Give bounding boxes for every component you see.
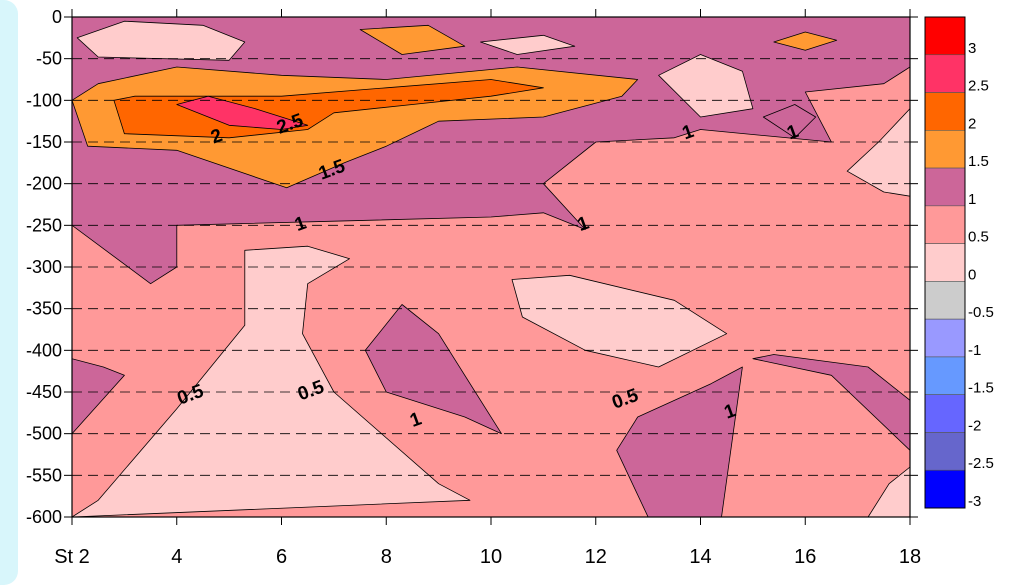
colorbar-swatch-9 xyxy=(924,356,966,395)
contour-region-8 xyxy=(480,34,576,55)
colorbar-label-9: -1.5 xyxy=(968,380,994,397)
sidebar-strip xyxy=(0,0,18,585)
contour-region-12 xyxy=(72,245,471,517)
y-tick-label-10: -500 xyxy=(26,424,62,444)
contour-region-4 xyxy=(113,79,544,139)
colorbar-swatch-0 xyxy=(924,16,966,56)
x-tick-label-6: 14 xyxy=(689,546,711,568)
contour-region-16 xyxy=(616,366,743,517)
colorbar-swatch-2 xyxy=(924,92,966,131)
contour-region-11 xyxy=(762,104,817,139)
colorbar-swatch-10 xyxy=(924,394,966,433)
contour-region-18 xyxy=(867,466,910,517)
x-axis: St 2 4 6 8 10 12 14 16 18 xyxy=(54,9,921,568)
contour-region-13 xyxy=(364,304,502,435)
colorbar-label-4: 1 xyxy=(968,191,976,208)
colorbar-label-12: -3 xyxy=(968,493,981,510)
colorbar-label-6: 0 xyxy=(968,266,976,283)
colorbar-swatch-1 xyxy=(924,54,966,93)
x-tick-label-3: 8 xyxy=(381,546,392,568)
colorbar-label-2: 2 xyxy=(968,115,976,132)
y-tick-label-4: -200 xyxy=(26,174,62,194)
y-tick-label-1: -50 xyxy=(36,49,62,69)
contour-region-17 xyxy=(752,354,910,451)
x-tick-label-0: St 2 xyxy=(54,546,90,568)
y-tick-label-7: -350 xyxy=(26,299,62,319)
colorbar-swatch-6 xyxy=(924,243,966,282)
x-tick-label-4: 10 xyxy=(480,546,502,568)
x-tick-label-7: 16 xyxy=(794,546,816,568)
y-tick-label-8: -400 xyxy=(26,340,62,360)
contour-region-15 xyxy=(72,358,125,435)
x-tick-label-1: 4 xyxy=(171,546,182,568)
x-tick-label-5: 12 xyxy=(585,546,607,568)
grid-lines xyxy=(72,58,910,476)
x-tick-label-2: 6 xyxy=(276,546,287,568)
colorbar-swatch-12 xyxy=(924,469,966,509)
y-tick-label-5: -250 xyxy=(26,215,62,235)
y-tick-label-6: -300 xyxy=(26,257,62,277)
colorbar-label-0: 3 xyxy=(968,40,976,57)
contour-region-7 xyxy=(773,31,838,51)
colorbar-swatch-4 xyxy=(924,167,966,207)
contour-region-14 xyxy=(511,274,728,368)
colorbar-swatch-7 xyxy=(924,281,966,320)
y-tick-label-2: -100 xyxy=(26,90,62,110)
contour-region-2 xyxy=(76,20,246,61)
colorbar-frame xyxy=(924,16,966,509)
y-tick-label-12: -600 xyxy=(26,507,62,527)
colorbar-label-11: -2.5 xyxy=(968,455,994,472)
contour-region-10 xyxy=(846,108,910,197)
colorbar-label-7: -0.5 xyxy=(968,304,994,321)
colorbar-label-1: 2.5 xyxy=(968,78,989,95)
x-tick-label-8: 18 xyxy=(899,546,921,568)
colorbar-swatch-5 xyxy=(924,205,966,244)
colorbar: 3 2.5 2 1.5 1 0.5 0 -0.5 -1 -1.5 -2 -2.5 -3 xyxy=(924,16,994,510)
colorbar-label-5: 0.5 xyxy=(968,229,989,246)
y-tick-label-11: -550 xyxy=(26,465,62,485)
colorbar-label-8: -1 xyxy=(968,342,981,359)
y-tick-label-3: -150 xyxy=(26,132,62,152)
y-axis: 0 -50 -100 -150 -200 -250 -300 -350 -400 -450 -500… xyxy=(26,7,918,527)
colorbar-swatch-8 xyxy=(924,318,966,358)
y-tick-label-9: -450 xyxy=(26,382,62,402)
contour-region-6 xyxy=(359,24,466,55)
colorbar-label-3: 1.5 xyxy=(968,153,989,170)
contour-region-9 xyxy=(658,54,754,118)
colorbar-swatch-3 xyxy=(924,130,966,169)
y-tick-label-0: 0 xyxy=(52,7,62,27)
colorbar-swatch-11 xyxy=(924,432,966,471)
colorbar-label-10: -2 xyxy=(968,417,981,434)
contour-region-5 xyxy=(176,95,309,130)
